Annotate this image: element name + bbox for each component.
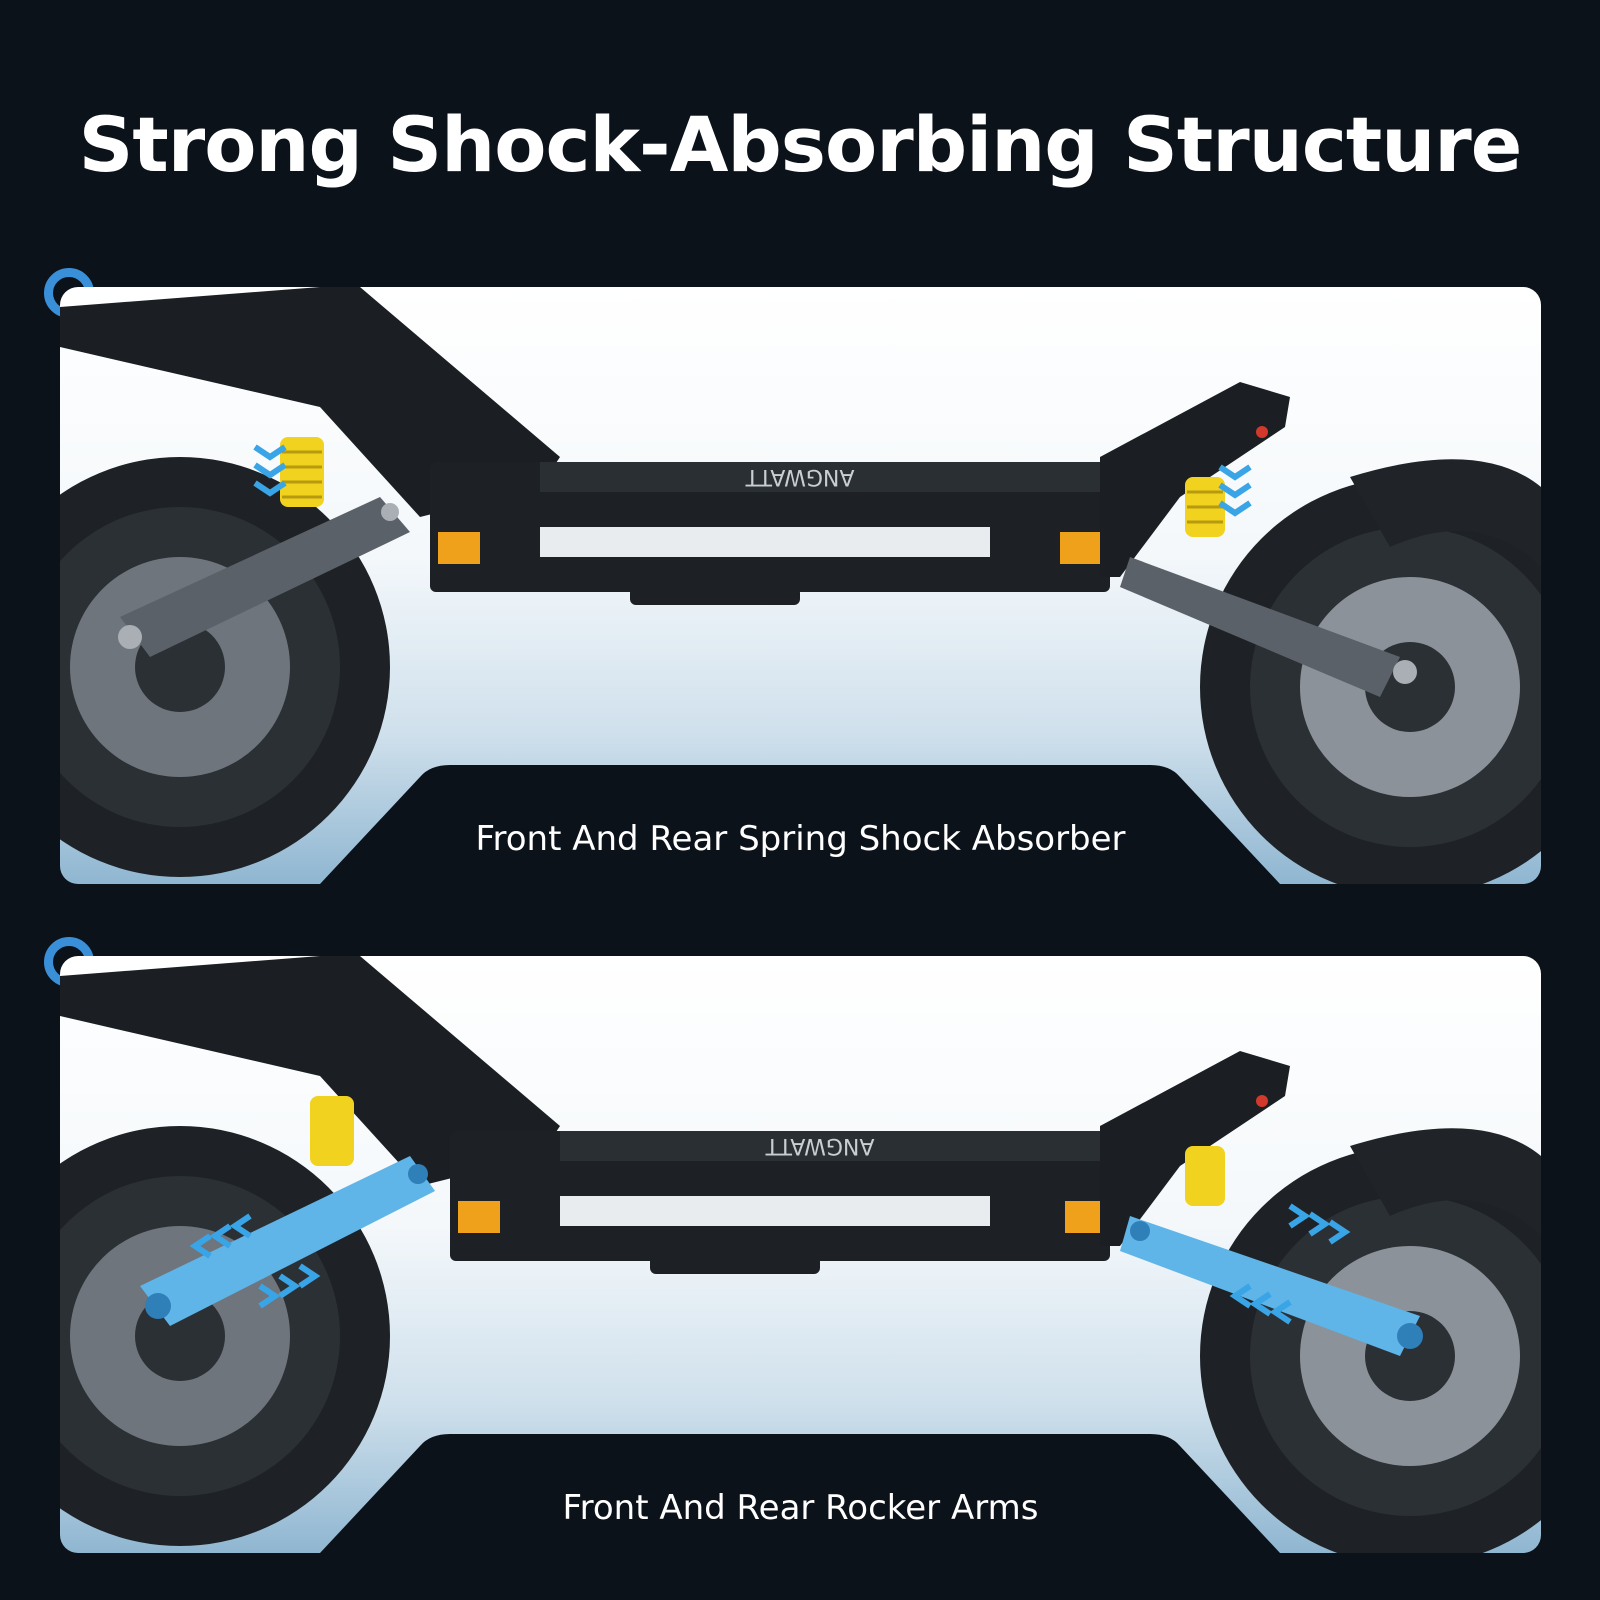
rear-spring (1185, 464, 1252, 537)
headline: Strong Shock-Absorbing Structure (78, 100, 1523, 189)
deck-brand-text: ANGWATT (745, 464, 854, 489)
scooter-photo: ANGWATT (60, 956, 1541, 1553)
front-rocker-arm (140, 1156, 435, 1326)
front-spring (253, 437, 324, 507)
panel-caption: Front And Rear Rocker Arms (562, 1488, 1039, 1528)
photo-panel-rocker-arms: ANGWATT Front And Rear Rocker Arms (60, 956, 1541, 1553)
panel-caption: Front And Rear Spring Shock Absorber (475, 819, 1126, 859)
caption-tab (320, 1434, 1280, 1553)
rear-rocker-arm (1120, 1203, 1423, 1356)
deck-brand-text: ANGWATT (765, 1133, 874, 1158)
caption-tab (320, 765, 1280, 884)
scooter-photo: ANGWATT (60, 287, 1541, 884)
rear-wheel (1200, 1146, 1541, 1553)
front-wheel (60, 1126, 390, 1546)
photo-panel-springs: ANGWATT Front And Rear Spring Shock Abso… (60, 287, 1541, 884)
